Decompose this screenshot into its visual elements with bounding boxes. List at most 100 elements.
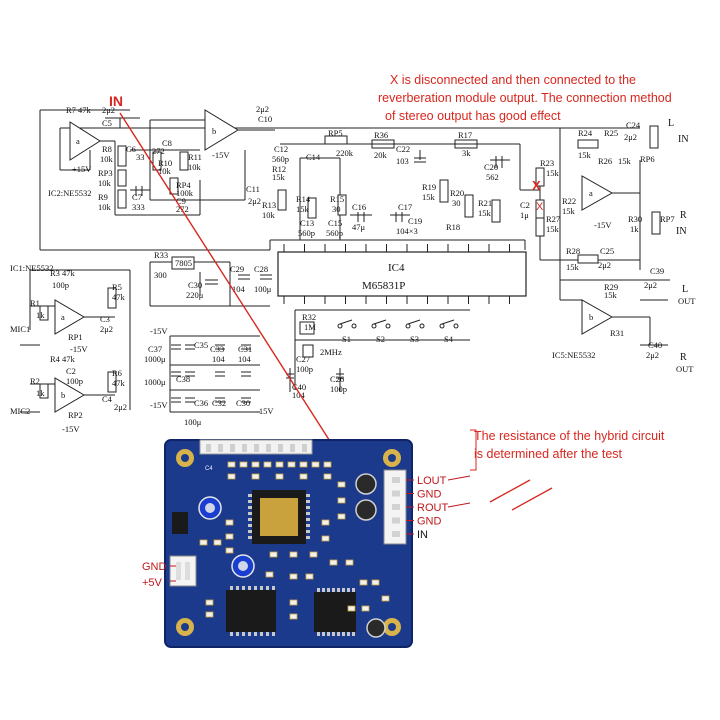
- c22-cap: [414, 150, 426, 163]
- chip-leg: [342, 588, 345, 592]
- opamp-ic2b: [204, 109, 239, 151]
- label-r25: R25: [604, 128, 618, 138]
- label-r15v: 30: [332, 204, 341, 214]
- chip-leg: [347, 632, 350, 636]
- ic4-label: IC4: [388, 262, 405, 274]
- label-rp2: RP2: [68, 410, 83, 420]
- top-header-pins: [206, 444, 307, 452]
- opamp-ic1a-a: a: [61, 312, 65, 322]
- top-header-pin: [266, 444, 271, 452]
- smd-component: [227, 473, 236, 480]
- label-c22: C22: [396, 144, 410, 154]
- right-connector-pin: [392, 490, 400, 497]
- label-c27v: 100p: [296, 364, 313, 374]
- chip-leg: [322, 632, 325, 636]
- label-c19v: 104×3: [396, 226, 418, 236]
- label-c37: C37: [148, 344, 162, 354]
- pin-label: LOUT: [417, 475, 447, 487]
- ic4-pins-bottom: [283, 296, 510, 304]
- label-c13v: 560p: [298, 228, 315, 238]
- switch-label: S4: [444, 334, 454, 344]
- smd-component: [337, 497, 346, 504]
- note-mid-line1: The resistance of the hybrid circuit: [474, 429, 665, 443]
- label-c27: C27: [296, 354, 310, 364]
- label-r11: R11: [188, 152, 202, 162]
- schematic: a b IC4 M65831P: [20, 109, 670, 413]
- smd-component: [289, 551, 298, 558]
- chip-leg: [266, 632, 269, 636]
- label-r14: R14: [296, 194, 311, 204]
- switch-lever: [339, 319, 353, 325]
- label-supply-neg-mid: -15V: [150, 400, 168, 410]
- left-connector-pin-2: [185, 562, 190, 580]
- pcb-board: C4: [164, 439, 413, 648]
- label-r8v: 10k: [100, 154, 114, 164]
- opamp-ic5b: [581, 299, 614, 335]
- smd-component: [287, 461, 296, 468]
- chip-leg: [236, 586, 239, 590]
- cap-c5: [355, 499, 377, 521]
- silk-label: C4: [205, 466, 213, 472]
- label-r19v: 15k: [422, 192, 436, 202]
- label-r20: R20: [450, 188, 464, 198]
- chip-leg: [248, 536, 252, 539]
- r1-body: [39, 305, 49, 321]
- label-c26: C26: [330, 374, 344, 384]
- label-c40: C40: [292, 382, 306, 392]
- label-c30b: C30: [236, 398, 250, 408]
- smd-component: [321, 519, 330, 526]
- label-r1v: 1k: [36, 310, 45, 320]
- opamp-ic2a: [69, 121, 101, 161]
- label-c29v: 104: [232, 284, 246, 294]
- label-r31: R31: [610, 328, 624, 338]
- label-c30: C30: [188, 280, 202, 290]
- note-top-line1: X is disconnected and then connected to …: [390, 73, 636, 87]
- label-c31v: 104: [238, 354, 252, 364]
- r32-body: [299, 321, 315, 335]
- chip-leg: [306, 506, 310, 509]
- label-c6: C6: [126, 144, 136, 154]
- mid-slash-1: [489, 479, 531, 503]
- opamp-ic2b-b: b: [212, 126, 216, 136]
- label-c31: C31: [238, 344, 252, 354]
- smd-component: [299, 473, 308, 480]
- smd-component: [225, 519, 234, 526]
- reg-caps: [199, 272, 272, 296]
- label-in-r: IN: [676, 226, 687, 237]
- label-r6v: 47k: [112, 378, 126, 388]
- smd-component: [337, 513, 346, 520]
- opamp-ic1a: [54, 299, 85, 335]
- opamp-ic5a: [581, 175, 614, 211]
- chip-leg: [242, 632, 245, 636]
- label-r22v: 15k: [562, 206, 576, 216]
- opamp-ic5a-a: a: [589, 188, 593, 198]
- label-rp3v: 10k: [98, 178, 112, 188]
- label-r6: R6: [112, 368, 122, 378]
- chip-leg: [352, 632, 355, 636]
- top-header-pin: [290, 444, 295, 452]
- pcb-chip-legs: [230, 494, 355, 636]
- label-r4: R4 47k: [50, 354, 76, 364]
- label-r12: R12: [272, 164, 286, 174]
- smd-component: [289, 599, 298, 606]
- cap-c3: [355, 473, 377, 495]
- chip-leg: [266, 586, 269, 590]
- switch-contact: [337, 323, 343, 329]
- label-r33v: 300: [154, 270, 167, 280]
- label-out-l: L: [668, 118, 674, 129]
- mount-hole-bl-inner: [181, 623, 189, 631]
- switch-contact: [385, 323, 391, 329]
- label-out-r2-out: OUT: [676, 364, 694, 374]
- top-header-pin: [302, 444, 307, 452]
- label-c9: C9: [176, 196, 186, 206]
- r9-body: [117, 189, 127, 209]
- rp4-body: [169, 177, 179, 195]
- label-ic5-neg: -15V: [594, 220, 612, 230]
- label-c35: C35: [194, 340, 208, 350]
- label-c16: C16: [352, 202, 366, 212]
- label-rp3: RP3: [98, 168, 113, 178]
- top-header-pin: [278, 444, 283, 452]
- chip-leg: [322, 588, 325, 592]
- wire-ic2-net: [100, 140, 201, 216]
- in-marker: IN: [109, 93, 123, 109]
